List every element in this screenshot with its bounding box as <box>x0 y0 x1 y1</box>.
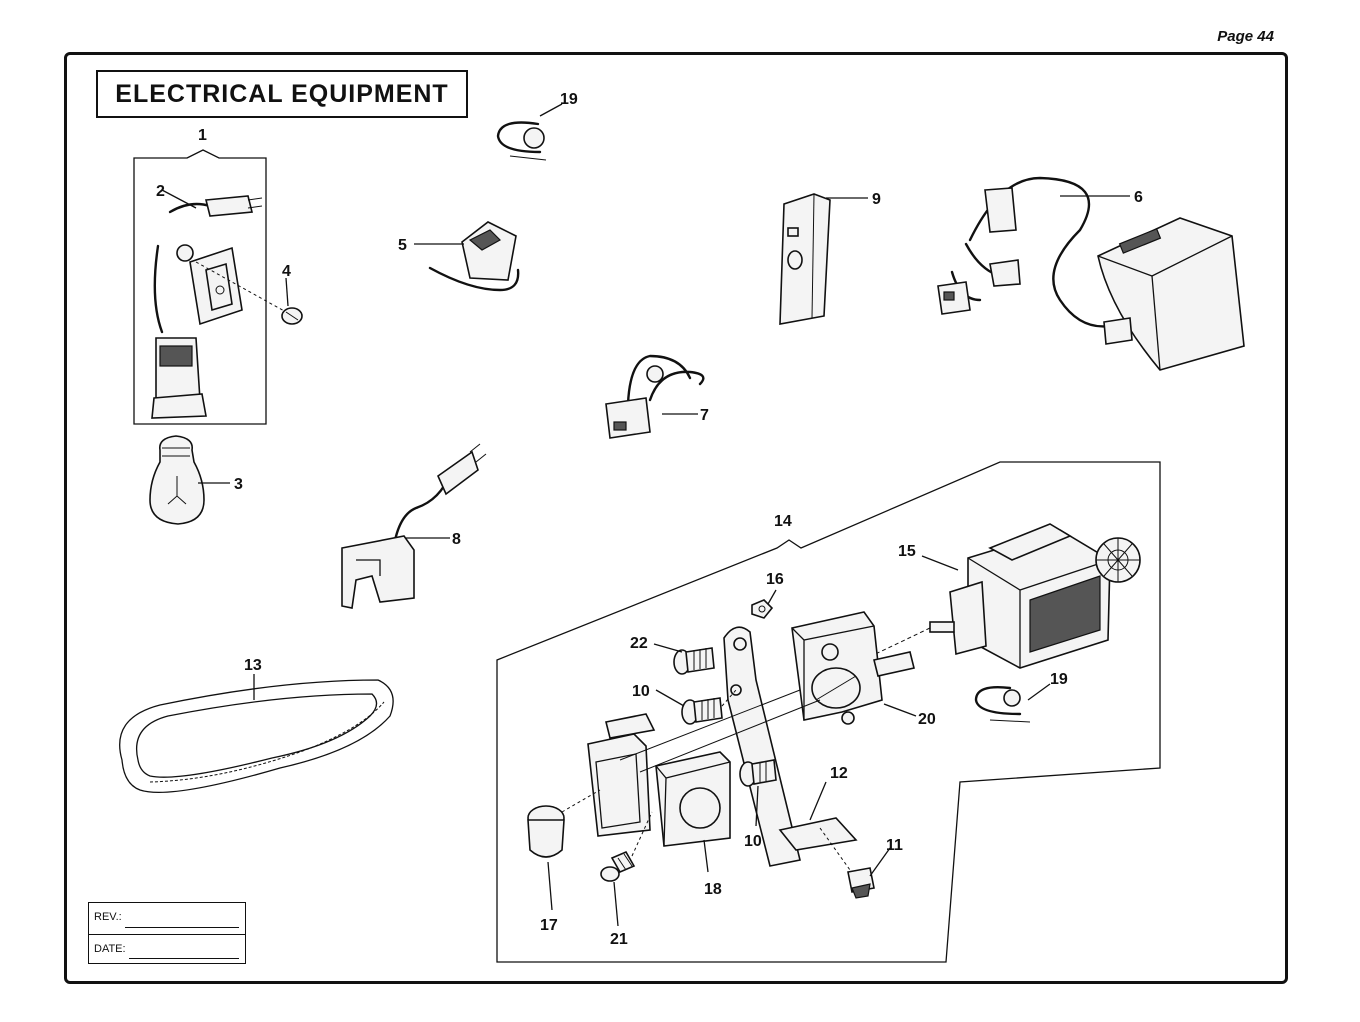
rev-field-line <box>124 911 239 928</box>
diagram-frame <box>64 52 1288 984</box>
callout-7: 7 <box>700 407 709 424</box>
callout-5: 5 <box>398 237 407 254</box>
part-15-motor <box>799 523 1141 691</box>
part-21-screw <box>600 811 653 882</box>
callout-10b: 10 <box>744 833 762 850</box>
leader-lines <box>161 103 1130 927</box>
callout-2: 2 <box>156 183 165 200</box>
callout-17: 17 <box>540 917 558 934</box>
assembly-14-outline <box>496 461 1161 963</box>
date-label: DATE: <box>94 943 126 955</box>
callout-20: 20 <box>918 711 936 728</box>
callout-19a: 19 <box>560 91 578 108</box>
date-row: DATE: <box>89 934 245 965</box>
callout-11: 11 <box>886 837 903 854</box>
part-7-connector <box>605 354 705 439</box>
callout-14: 14 <box>774 513 792 530</box>
callout-13: 13 <box>244 657 262 674</box>
part-2-lamp-socket <box>153 195 263 334</box>
revision-box: REV.: DATE: <box>88 902 246 964</box>
part-19-clip-right <box>974 686 1031 723</box>
callout-1: 1 <box>198 127 207 144</box>
part-3-bulb <box>149 435 205 525</box>
callout-10a: 10 <box>632 683 650 700</box>
rev-label: REV.: <box>94 911 122 923</box>
part-16-nut <box>751 599 774 619</box>
part-18-housing <box>587 689 821 847</box>
part-4-screw <box>195 261 303 325</box>
part-5-switch <box>428 221 520 292</box>
rev-row: REV.: <box>89 903 245 934</box>
part-17-knob <box>527 789 601 858</box>
callout-16: 16 <box>766 571 784 588</box>
callout-4: 4 <box>282 263 291 280</box>
callout-21: 21 <box>610 931 628 948</box>
assembly-1-bracket <box>133 149 267 425</box>
callout-15: 15 <box>898 543 916 560</box>
title-box: ELECTRICAL EQUIPMENT <box>96 70 468 118</box>
date-field-line <box>128 943 239 959</box>
part-11-screw <box>847 867 875 899</box>
part-19-clip-top <box>496 121 547 161</box>
part-1-lamp-holder <box>151 337 207 419</box>
page-title: ELECTRICAL EQUIPMENT <box>115 79 449 108</box>
part-22-screw <box>673 647 715 675</box>
part-8-cord-clip <box>341 443 487 609</box>
callout-8: 8 <box>452 531 461 548</box>
part-13-belt <box>119 679 394 794</box>
callout-19b: 19 <box>1050 671 1068 688</box>
callouts: 1 2 3 4 5 6 7 8 9 10 10 11 12 13 14 15 1… <box>156 91 1143 948</box>
part-9-plate <box>779 193 831 325</box>
part-6-foot-control <box>937 176 1245 371</box>
callout-22: 22 <box>630 635 648 652</box>
part-10-screw-lower <box>739 759 777 787</box>
callout-12: 12 <box>830 765 848 782</box>
callout-6: 6 <box>1134 189 1143 206</box>
part-20-bracket <box>791 611 915 725</box>
part-10-screw-upper <box>681 689 737 725</box>
callout-3: 3 <box>234 476 243 493</box>
callout-9: 9 <box>872 191 881 208</box>
callout-18: 18 <box>704 881 722 898</box>
page-number: Page 44 <box>1217 28 1274 45</box>
part-12-lever-plate <box>723 626 858 871</box>
